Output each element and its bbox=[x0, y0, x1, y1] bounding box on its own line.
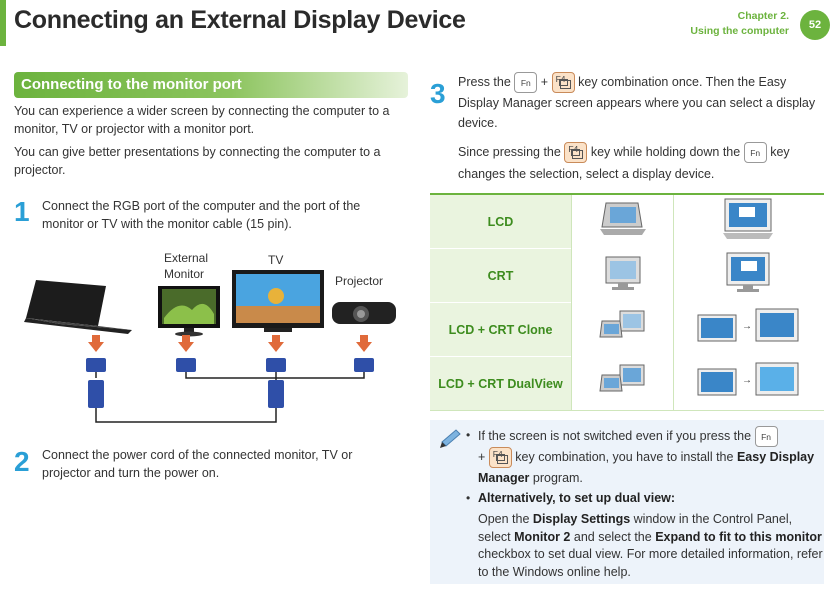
intro-paragraph-2: You can give better presentations by con… bbox=[14, 145, 381, 177]
dualview-screens-icon: → bbox=[697, 362, 799, 396]
external-monitor-icon bbox=[158, 286, 220, 337]
table-row: LCD bbox=[430, 193, 824, 249]
table-row: LCD + CRT DualView → bbox=[430, 356, 824, 411]
chapter-name: Using the computer bbox=[690, 25, 789, 37]
note-box bbox=[430, 420, 824, 584]
lcd-screen-icon bbox=[723, 198, 773, 239]
pencil-note-icon bbox=[440, 429, 461, 448]
projector-icon bbox=[332, 302, 396, 324]
step-1-number: 1 bbox=[14, 196, 30, 227]
clone-screens-icon: → bbox=[697, 308, 799, 342]
fn-key-icon: Fn bbox=[754, 426, 778, 448]
chapter-number: Chapter 2. bbox=[737, 10, 789, 22]
page-title: Connecting an External Display Device bbox=[14, 6, 466, 34]
header-accent-bar bbox=[0, 0, 6, 46]
arrow-icons bbox=[88, 335, 372, 352]
projector-label: Projector bbox=[335, 274, 384, 288]
f4-key-icon: F4 bbox=[488, 447, 512, 469]
tv-icon bbox=[232, 270, 324, 332]
note-bullet-1: If the screen is not switched even if yo… bbox=[478, 426, 824, 489]
mode-label-crt: CRT bbox=[430, 248, 572, 303]
vga-connector-icons bbox=[86, 358, 374, 408]
clone-icon bbox=[598, 310, 644, 338]
cable-lines bbox=[95, 372, 365, 423]
svg-text:→: → bbox=[742, 375, 752, 386]
tv-label: TV bbox=[268, 253, 284, 267]
fn-key-icon: Fn bbox=[514, 72, 538, 94]
step-2-number: 2 bbox=[14, 446, 30, 477]
chapter-label: Chapter 2. Using the computer bbox=[690, 9, 789, 39]
section-heading: Connecting to the monitor port bbox=[14, 72, 408, 98]
step-3-selection-text: Since pressing the F4 key while holding … bbox=[458, 142, 790, 182]
svg-text:→: → bbox=[742, 321, 752, 332]
mode-label-clone: LCD + CRT Clone bbox=[430, 302, 572, 357]
bullet: • bbox=[466, 491, 471, 505]
step-2-text: Connect the power cord of the connected … bbox=[42, 448, 353, 480]
intro-paragraph-1: You can experience a wider screen by con… bbox=[14, 104, 390, 136]
laptop-icon bbox=[24, 280, 132, 334]
mode-label-lcd: LCD bbox=[430, 193, 572, 249]
crt-screen-icon bbox=[726, 252, 770, 292]
step-1-text: Connect the RGB port of the computer and… bbox=[42, 199, 361, 231]
dualview-icon bbox=[598, 364, 644, 392]
f4-key-icon: F4 bbox=[564, 142, 588, 164]
mode-label-dualview: LCD + CRT DualView bbox=[430, 356, 572, 411]
diagram-illustration bbox=[24, 270, 396, 423]
step-3-text: Press the Fn + F4 key combination once. … bbox=[458, 72, 816, 131]
page-number: 52 bbox=[800, 10, 830, 40]
laptop-lcd-icon bbox=[599, 202, 646, 235]
note-bullet-2-text: Open the Display Settings window in the … bbox=[478, 512, 823, 579]
bullet: • bbox=[466, 428, 471, 442]
monitor-crt-icon bbox=[605, 256, 640, 290]
step-3-number: 3 bbox=[430, 78, 446, 109]
note-bullet-2-heading: Alternatively, to set up dual view: bbox=[478, 491, 676, 505]
fn-key-icon: Fn bbox=[743, 142, 767, 164]
table-row: CRT bbox=[430, 248, 824, 303]
f4-key-icon: F4 bbox=[551, 72, 575, 94]
display-mode-table: LCD CRT LCD + CRT Clone → LCD + CRT Dual… bbox=[430, 193, 824, 411]
table-row: LCD + CRT Clone → bbox=[430, 302, 824, 357]
